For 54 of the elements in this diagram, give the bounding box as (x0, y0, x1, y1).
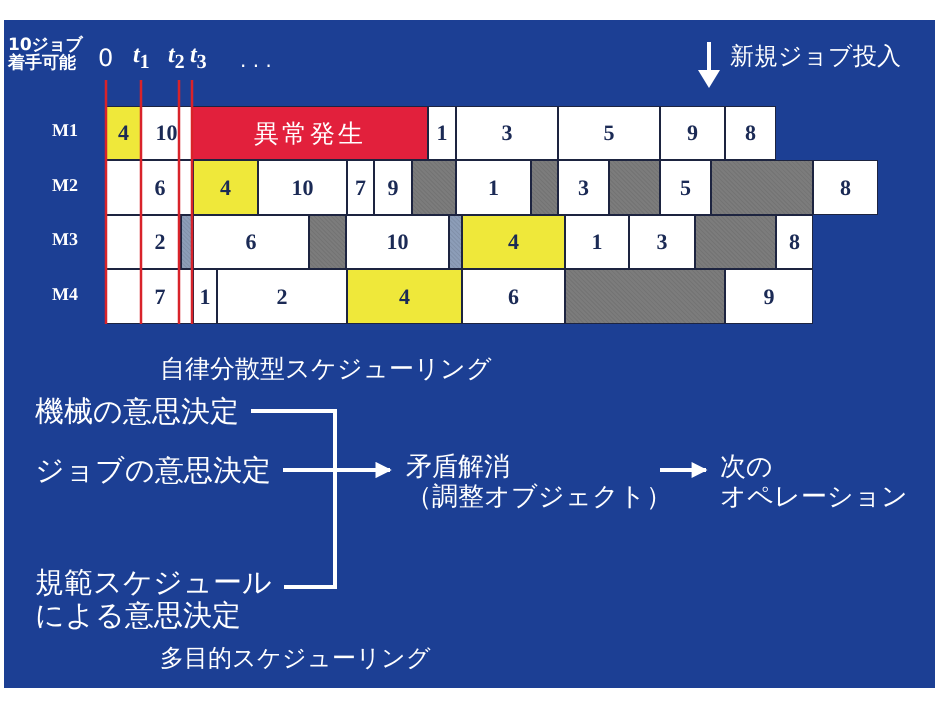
job-bar: 10 (346, 215, 449, 269)
idle-bar (412, 160, 456, 215)
caption-text: 自律分散型スケジューリング (160, 353, 492, 385)
job-bar: 4 (193, 160, 258, 215)
job-bar: 8 (813, 160, 878, 215)
caption-text: 多目的スケジューリング (160, 643, 431, 674)
job-bar: 9 (660, 106, 725, 160)
decision-text: 機械の意思決定 (35, 395, 285, 428)
idle-bar (609, 160, 660, 215)
job-bar: 5 (660, 160, 711, 215)
job-bar: 6 (193, 215, 309, 269)
job-bar: 4 (106, 106, 141, 160)
decision-text: 規範スケジュールによる意思決定 (35, 566, 285, 632)
job-bar: 1 (428, 106, 456, 160)
job-bar: 7 (347, 160, 374, 215)
time-label: t$_{1}$ (133, 42, 150, 74)
time-label: t$_{2}$ (168, 42, 185, 74)
job-bar: 1 (193, 269, 217, 324)
fault-bar: 異常発生 (192, 106, 428, 160)
time-label: t$_{3}$ (190, 42, 207, 74)
job-bar: 3 (629, 215, 695, 269)
job-bar: 3 (558, 160, 609, 215)
arrow (284, 462, 392, 589)
ellipsis: . . . (240, 48, 272, 72)
operation-text: 次のオペレーション (706, 452, 930, 512)
machine-label: M2 (52, 175, 78, 196)
idle-bar (531, 160, 558, 215)
idle-bar (711, 160, 813, 215)
job-bar: 10 (258, 160, 347, 215)
machine-label: M3 (52, 229, 78, 250)
idle-bar (309, 215, 346, 269)
job-bar: 6 (462, 269, 565, 324)
job-bar: 8 (725, 106, 776, 160)
job-bar: 1 (565, 215, 629, 269)
job-bar: 4 (347, 269, 462, 324)
idle-bar (695, 215, 776, 269)
idle-bar (565, 269, 725, 324)
decision-text: ジョブの意思決定 (35, 454, 285, 487)
machine-label: M1 (52, 120, 78, 141)
axis-note: 10ジョブ着手可能 (8, 36, 83, 72)
job-bar: 5 (558, 106, 660, 160)
job-bar: 4 (462, 215, 565, 269)
job-bar: 8 (776, 215, 813, 269)
note-text: 新規ジョブ投入 (730, 41, 901, 72)
job-bar: 3 (456, 106, 558, 160)
job-bar: 1 (456, 160, 531, 215)
machine-label: M4 (52, 284, 78, 305)
job-bar: 9 (725, 269, 813, 324)
job-bar: 9 (374, 160, 412, 215)
arrow (660, 462, 708, 478)
time-label: 0 (98, 44, 114, 72)
idle-bar (449, 215, 462, 269)
job-bar: 2 (217, 269, 347, 324)
resolution-text: 矛盾解消（調整オブジェクト） (390, 452, 656, 512)
